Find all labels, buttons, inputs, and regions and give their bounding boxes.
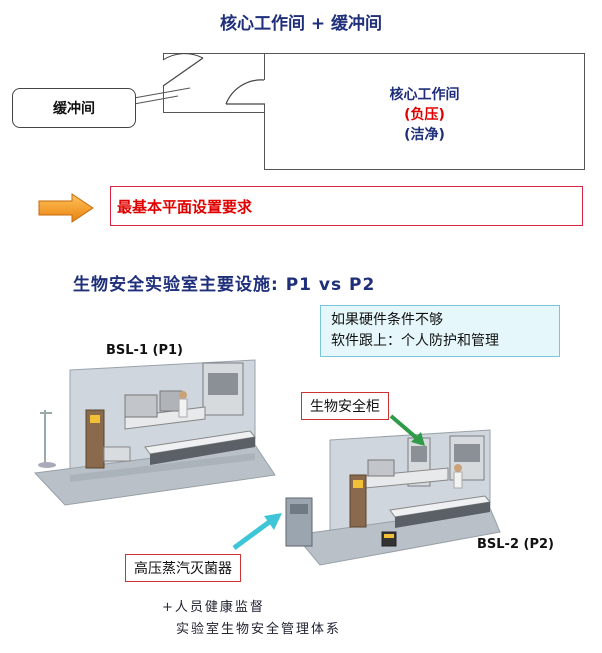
bsl2-lab-illustration <box>285 429 501 566</box>
core-room-outline <box>264 53 585 170</box>
orange-arrow-icon <box>38 193 94 223</box>
green-pointer-arrow-icon <box>389 414 425 446</box>
core-door-arc <box>225 79 265 105</box>
bsl1-lab-illustration <box>33 359 276 506</box>
bsl2-label: BSL-2 (P2) <box>477 537 554 552</box>
section-title: 生物安全实验室主要设施: P1 vs P2 <box>73 275 376 295</box>
requirement-box: 最基本平面设置要求 <box>110 186 583 226</box>
page-title: 核心工作间 + 缓冲间 <box>219 14 383 34</box>
footer-line-1: +人员健康监督 <box>162 600 265 615</box>
biosafety-cabinet-label: 生物安全柜 <box>301 392 389 420</box>
core-room-title: 核心工作间 <box>389 87 460 103</box>
buffer-door-leaf <box>162 57 204 87</box>
autoclave-label: 高压蒸汽灭菌器 <box>125 554 241 582</box>
floorplan-doors <box>133 53 267 105</box>
note-box: 如果硬件条件不够 软件跟上：个人防护和管理 <box>320 305 560 357</box>
footer-line-2: 实验室生物安全管理体系 <box>176 622 342 637</box>
core-room-pressure: (负压) <box>404 107 445 123</box>
cyan-pointer-arrow-icon <box>232 513 282 551</box>
bsl1-label: BSL-1 (P1) <box>106 343 183 358</box>
core-room-clean: (洁净) <box>404 127 445 143</box>
note-line-2: 软件跟上：个人防护和管理 <box>331 333 499 349</box>
callout-pointer <box>133 87 191 105</box>
note-line-1: 如果硬件条件不够 <box>331 312 443 328</box>
buffer-room-callout: 缓冲间 <box>12 88 136 128</box>
